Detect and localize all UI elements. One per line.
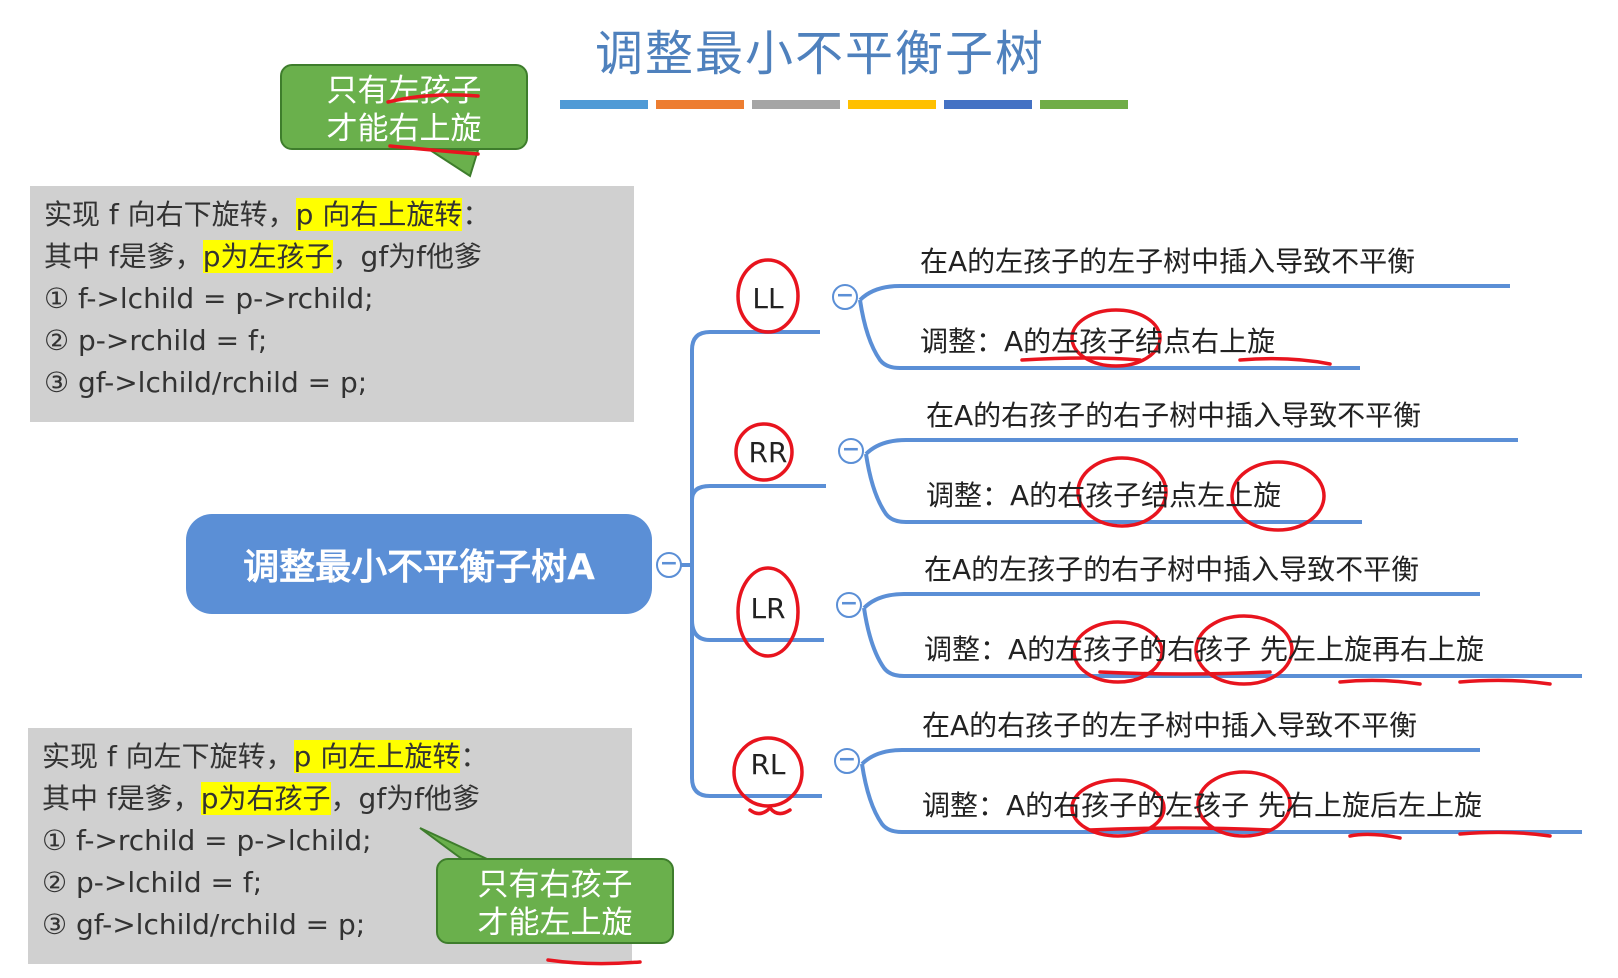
code-box-right-rotation: 实现 f 向右下旋转，p 向右上旋转： 其中 f是爹，p为左孩子，gf为f他爹 …: [30, 186, 634, 422]
code-top-line-5: ③ gf->lchild/rchild = p;: [44, 366, 368, 399]
code-bottom-line-2-tail: ，gf为f他爹: [330, 782, 481, 815]
code-top-line-3: ① f->lchild = p->rchild;: [44, 282, 374, 315]
title-stripe-5: [944, 100, 1032, 109]
branch-rl-collapse-toggle[interactable]: −: [834, 748, 860, 774]
title-stripe-1: [560, 100, 648, 109]
branch-label-lr[interactable]: LR: [750, 592, 786, 625]
code-bottom-line-2-text: 其中 f是爹，: [42, 782, 201, 815]
code-top-line-2-highlight: p为左孩子: [202, 240, 333, 273]
code-top-line-2-text: 其中 f是爹，: [44, 240, 203, 273]
page-title: 调整最小不平衡子树: [594, 26, 1045, 82]
code-top-line-4: ② p->rchild = f;: [44, 324, 268, 357]
branch-lr-collapse-toggle[interactable]: −: [836, 592, 862, 618]
branch-ll-fix: 调整：A的左孩子结点右上旋: [920, 325, 1276, 358]
code-top-line-1-text: 实现 f 向右下旋转，: [44, 198, 296, 231]
code-top-line-2: 其中 f是爹，p为左孩子，gf为f他爹: [44, 236, 620, 278]
code-bottom-line-5: ③ gf->lchild/rchild = p;: [42, 908, 366, 941]
branch-rl-fix: 调整：A的右孩子的左孩子 先右上旋后左上旋: [922, 789, 1483, 822]
title-stripe-2: [656, 100, 744, 109]
mindmap-root-node[interactable]: 调整最小不平衡子树A: [186, 514, 652, 614]
branch-rr-fix: 调整：A的右孩子结点左上旋: [926, 479, 1282, 512]
code-bottom-line-1-highlight: p 向左上旋转: [293, 740, 461, 773]
title-stripe-6: [1040, 100, 1128, 109]
branch-rl-cause: 在A的右孩子的左子树中插入导致不平衡: [922, 709, 1418, 742]
callout-top-line-2: 才能右上旋: [326, 111, 482, 147]
branch-label-rl[interactable]: RL: [750, 748, 786, 781]
branch-label-rr[interactable]: RR: [748, 436, 788, 469]
root-collapse-toggle[interactable]: −: [656, 552, 682, 578]
code-bottom-line-2-highlight: p为右孩子: [200, 782, 331, 815]
code-bottom-line-1-text: 实现 f 向左下旋转，: [42, 740, 294, 773]
callout-bottom-line-1: 只有右孩子: [477, 867, 633, 903]
code-bottom-line-4: ② p->lchild = f;: [42, 866, 263, 899]
code-top-line-1: 实现 f 向右下旋转，p 向右上旋转：: [44, 194, 620, 236]
code-top-line-2-tail: ，gf为f他爹: [332, 240, 483, 273]
callout-top-line-1: 只有左孩子: [326, 73, 482, 109]
ink-annotations: [386, 93, 1552, 966]
branch-label-ll[interactable]: LL: [752, 282, 784, 315]
title-stripe-4: [848, 100, 936, 109]
code-top-line-1-highlight: p 向右上旋转: [295, 198, 463, 231]
code-bottom-line-2: 其中 f是爹，p为右孩子，gf为f他爹: [42, 778, 618, 820]
branch-lr-cause: 在A的左孩子的右子树中插入导致不平衡: [924, 553, 1420, 586]
code-bottom-line-1-colon: ：: [460, 740, 489, 773]
code-bottom-line-1: 实现 f 向左下旋转，p 向左上旋转：: [42, 736, 618, 778]
callout-top: 只有左孩子 才能右上旋: [280, 64, 528, 150]
callout-bottom: 只有右孩子 才能左上旋: [436, 858, 674, 944]
branch-lr-fix: 调整：A的左孩子的右孩子 先左上旋再右上旋: [924, 633, 1485, 666]
branch-ll-cause: 在A的左孩子的左子树中插入导致不平衡: [920, 245, 1416, 278]
callout-bottom-line-2: 才能左上旋: [477, 905, 633, 941]
callout-top-pointer: [426, 149, 480, 178]
code-top-line-1-colon: ：: [462, 198, 491, 231]
code-bottom-line-3: ① f->rchild = p->lchild;: [42, 824, 372, 857]
title-stripe-3: [752, 100, 840, 109]
branch-rr-collapse-toggle[interactable]: −: [838, 438, 864, 464]
branch-ll-collapse-toggle[interactable]: −: [832, 284, 858, 310]
root-connector-lines: [680, 284, 1582, 834]
branch-rr-cause: 在A的右孩子的右子树中插入导致不平衡: [926, 399, 1422, 432]
